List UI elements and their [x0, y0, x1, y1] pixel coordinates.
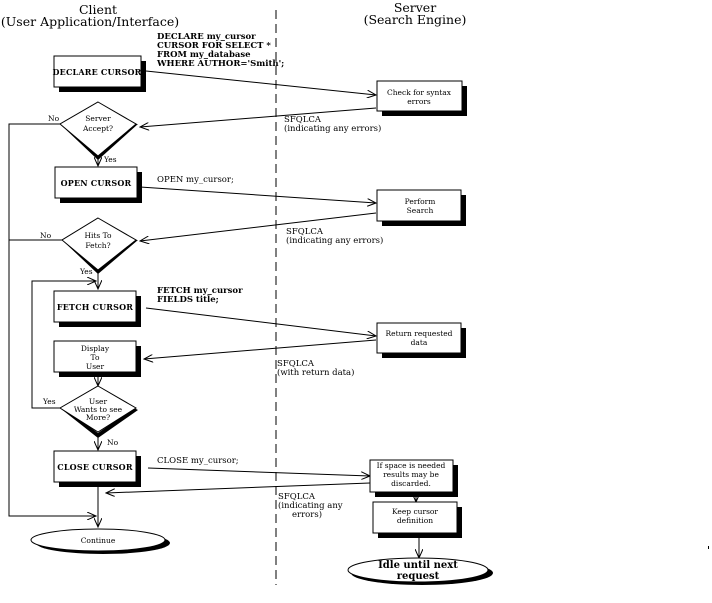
keep-definition-line2: definition	[397, 516, 433, 525]
declare-cursor-label: DECLARE CURSOR	[53, 67, 142, 77]
stray-mark	[708, 546, 709, 549]
reply1-line2: (indicating any errors)	[284, 123, 381, 134]
fetch-sql-line1: FETCH my_cursor	[157, 286, 243, 296]
arrow-fetch-reply	[144, 339, 377, 359]
server-lane-subtitle: (Search Engine)	[364, 12, 467, 27]
display-line3: User	[86, 362, 105, 371]
reply4-line2: (indicating any	[278, 500, 343, 511]
space-needed-box[interactable]: If space is needed results may be discar…	[369, 459, 458, 497]
space-needed-line3: discarded.	[391, 479, 431, 488]
space-needed-line1: If space is needed	[377, 461, 446, 470]
server-accept-decision[interactable]: Server Accept?	[59, 101, 138, 160]
hits-to-fetch-line1: Hits To	[84, 231, 112, 240]
open-sql-label: OPEN my_cursor;	[157, 175, 234, 185]
fetch-cursor-label: FETCH CURSOR	[57, 302, 133, 312]
open-cursor-label: OPEN CURSOR	[61, 178, 132, 188]
display-line1: Display	[81, 344, 110, 353]
user-wants-line1: User	[89, 397, 108, 406]
check-syntax-line2: errors	[407, 97, 431, 106]
perform-search-line1: Perform	[405, 197, 436, 206]
perform-search-line2: Search	[407, 206, 434, 215]
fetch-cursor-box[interactable]: FETCH CURSOR	[53, 290, 141, 327]
idle-terminal[interactable]: Idle until next request	[347, 557, 493, 585]
arrow-close-request	[147, 467, 370, 476]
display-line2: To	[91, 353, 100, 362]
hits-to-fetch-decision[interactable]: Hits To Fetch?	[61, 217, 138, 274]
open-cursor-box[interactable]: OPEN CURSOR	[54, 166, 142, 203]
hits-to-fetch-yes-label: Yes	[79, 267, 93, 276]
reply3-line2: (with return data)	[277, 367, 354, 378]
keep-definition-box[interactable]: Keep cursor definition	[372, 501, 462, 538]
user-wants-line2: Wants to see	[74, 405, 123, 414]
close-cursor-box[interactable]: CLOSE CURSOR	[53, 450, 141, 487]
continue-label: Continue	[81, 536, 116, 545]
declare-sql-line2: CURSOR FOR SELECT *	[157, 41, 271, 51]
arrow-declare-reply	[140, 107, 377, 127]
server-accept-yes-label: Yes	[103, 155, 117, 164]
close-sql-label: CLOSE my_cursor;	[157, 456, 239, 466]
reply4-line1: SFQLCA	[278, 492, 316, 502]
check-syntax-line1: Check for syntax	[387, 88, 452, 97]
declare-sql-line3: FROM my_database	[157, 50, 251, 60]
arrow-open-reply	[140, 212, 377, 241]
user-wants-yes-label: Yes	[42, 397, 56, 406]
server-accept-no-label: No	[48, 114, 60, 123]
declare-sql-line1: DECLARE my_cursor	[157, 32, 256, 42]
idle-line1: Idle until next	[378, 560, 458, 571]
idle-line2: request	[397, 571, 440, 582]
display-to-user-box[interactable]: Display To User	[53, 340, 141, 377]
no-branch-accept-line	[8, 123, 96, 516]
loop-back-yes-line	[31, 281, 96, 409]
reply4-line3: errors)	[292, 509, 322, 520]
fetch-sql-line2: FIELDS title;	[157, 295, 219, 305]
continue-terminal[interactable]: Continue	[30, 528, 170, 554]
user-wants-no-label: No	[107, 438, 119, 447]
arrow-open-request	[139, 186, 376, 203]
arrow-fetch-request	[145, 307, 376, 336]
keep-definition-line1: Keep cursor	[392, 507, 438, 516]
check-syntax-box[interactable]: Check for syntax errors	[376, 80, 467, 116]
user-wants-more-decision[interactable]: User Wants to see More?	[59, 385, 138, 438]
arrow-close-reply	[106, 482, 371, 493]
return-data-line2: data	[411, 338, 428, 347]
close-cursor-label: CLOSE CURSOR	[57, 462, 133, 472]
hits-to-fetch-line2: Fetch?	[85, 241, 110, 250]
reply2-line1: SFQLCA	[286, 227, 324, 237]
perform-search-box[interactable]: Perform Search	[376, 189, 466, 226]
space-needed-line2: results may be	[383, 470, 439, 479]
reply3-line1: SFQLCA	[277, 359, 315, 369]
return-data-box[interactable]: Return requested data	[376, 322, 466, 358]
client-lane-subtitle: (User Application/Interface)	[1, 14, 179, 29]
server-lane-title: Server	[394, 0, 436, 15]
declare-cursor-box[interactable]: DECLARE CURSOR	[53, 55, 146, 92]
hits-to-fetch-no-label: No	[40, 231, 52, 240]
declare-sql-line4: WHERE AUTHOR='Smith';	[156, 59, 284, 69]
arrow-declare-request	[145, 70, 376, 95]
user-wants-line3: More?	[86, 413, 110, 422]
server-accept-line2: Accept?	[82, 124, 113, 133]
reply1-line1: SFQLCA	[284, 115, 322, 125]
server-accept-line1: Server	[85, 114, 111, 123]
client-lane-title: Client	[79, 2, 117, 17]
return-data-line1: Return requested	[386, 329, 453, 338]
reply2-line2: (indicating any errors)	[286, 235, 383, 246]
